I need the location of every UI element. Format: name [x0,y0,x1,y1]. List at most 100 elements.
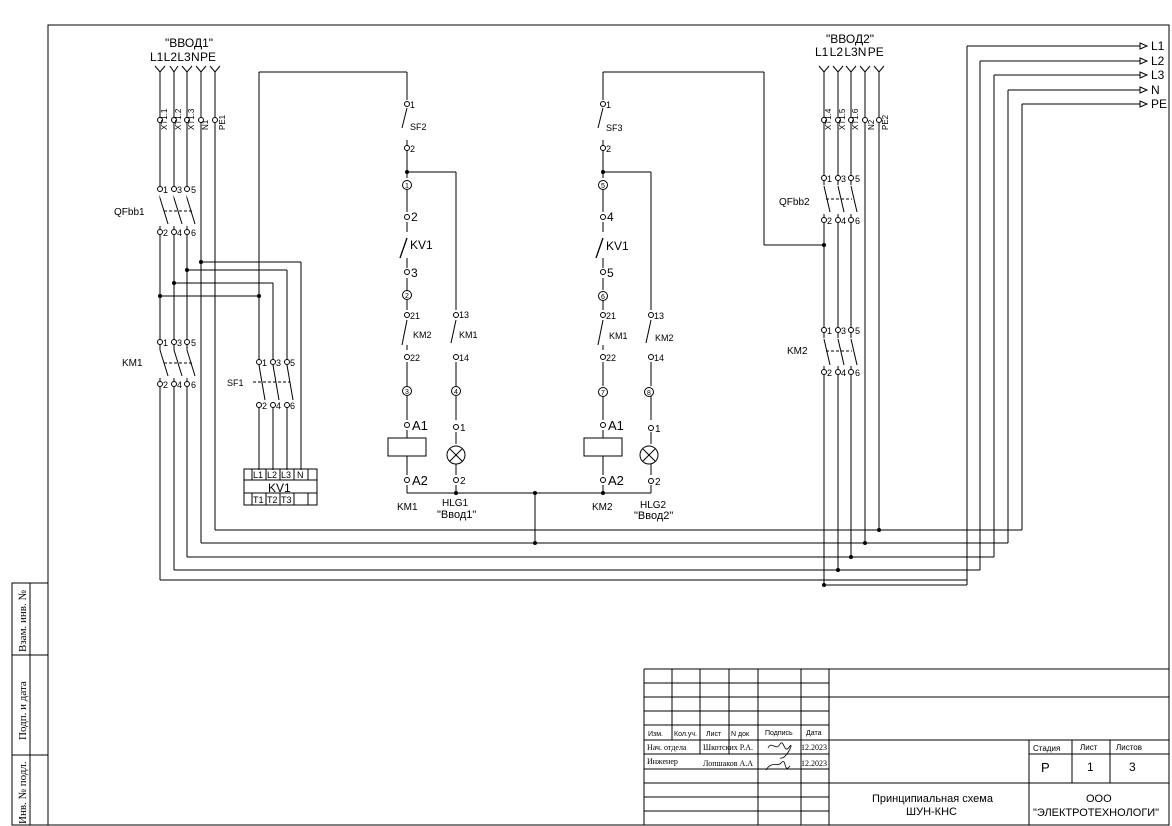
svg-text:A1: A1 [412,418,428,433]
svg-text:7: 7 [601,390,605,397]
input1-terminal-circles [157,117,290,408]
input2-terminal-3: XT1.6 [851,108,860,130]
svg-text:1: 1 [262,358,267,368]
svg-text:4: 4 [841,216,846,226]
tb-date-1: 12.2023 [801,743,827,752]
input1-terminal-2: XT1.2 [174,108,183,130]
svg-text:5: 5 [191,185,196,195]
svg-text:5: 5 [290,358,295,368]
kv1-term-t2: T2 [267,495,278,505]
kv1-term-l1: L1 [253,470,263,480]
svg-text:22: 22 [410,353,420,363]
svg-text:2: 2 [411,210,418,224]
sf2-label: SF2 [410,122,427,132]
kv1-term-l2: L2 [267,470,277,480]
svg-text:3: 3 [177,338,182,348]
kv1-block-label: KV1 [268,481,291,495]
svg-text:5: 5 [191,338,196,348]
hlg2-label: HLG2 [640,500,667,511]
kv1-relay-block [243,468,318,506]
output-bus [160,42,1149,586]
tb-role-2: Инженер [647,757,678,766]
svg-text:4: 4 [841,368,846,378]
sf1-label: SF1 [227,378,244,388]
svg-text:A2: A2 [608,473,624,488]
tb-sheets-value: 3 [1129,760,1136,774]
tb-name-1: Шкотских Р.А. [703,743,753,752]
output-l2: L2 [1151,54,1165,68]
tb-stage-value: Р [1041,760,1050,775]
hlg1-caption: "Ввод1" [437,509,476,521]
svg-text:8: 8 [647,390,651,397]
tb-header-ndoc: N док [731,731,750,738]
svg-text:14: 14 [654,353,664,363]
svg-text:4: 4 [276,401,281,411]
tb-sheet-header: Лист [1080,743,1098,752]
output-n: N [1151,83,1160,97]
km2-main-label: KM2 [787,346,808,357]
svg-text:6: 6 [855,216,860,226]
svg-text:1: 1 [460,423,466,434]
control-terminal-circles [402,101,654,484]
svg-text:21: 21 [410,311,420,321]
title-block [643,668,1169,825]
tb-name-2: Лопшаков А.А [703,759,753,768]
output-pe: PE [1151,97,1167,111]
kv1-term-n: N [297,470,304,480]
svg-text:6: 6 [191,228,196,238]
svg-text:5: 5 [601,183,605,190]
svg-text:1: 1 [405,183,409,190]
input1-junctions [158,260,261,298]
input2-title: "ВВОД2" [826,32,874,46]
svg-text:3: 3 [177,185,182,195]
km2-aux2-label: KM2 [655,333,674,343]
control-junctions [405,170,605,545]
kv1-contact2-label: KV1 [606,239,629,253]
svg-text:2: 2 [460,476,466,487]
tb-header-kol: Кол.уч. [674,731,697,738]
tb-header-izm: Изм. [648,731,663,738]
tb-doc-title-2: ШУН-КНС [906,806,957,818]
svg-text:1: 1 [827,174,832,184]
input2-terminal-5: PE2 [881,114,890,130]
tb-header-list: Лист [706,731,722,738]
km2-aux1-label: KM2 [413,330,432,340]
km1-aux1-label: KM1 [459,330,478,340]
tb-sheet-value: 1 [1087,760,1094,774]
svg-text:5: 5 [855,174,860,184]
input1-phases: L1 L2 L3 N PE [150,50,216,64]
input1-terminal-4: N1 [201,119,210,130]
input2-terminal-2: XT1.5 [838,108,847,130]
kv1-contact1-label: KV1 [410,238,433,252]
output-l1: L1 [1151,39,1165,53]
svg-text:2: 2 [827,216,832,226]
control-circuit-2 [583,71,824,494]
svg-text:13: 13 [459,310,469,320]
svg-text:2: 2 [410,144,415,154]
svg-text:4: 4 [454,389,458,396]
svg-text:2: 2 [405,293,409,300]
tb-doc-title-1: Принципиальная схема [872,793,994,805]
kv1-term-t3: T3 [281,495,292,505]
tb-header-sign: Подпись [765,730,793,737]
svg-text:A1: A1 [608,418,624,433]
svg-text:3: 3 [841,326,846,336]
input1-title: "ВВОД1" [165,36,213,50]
svg-text:1: 1 [606,100,611,110]
svg-text:1: 1 [655,424,661,435]
km1-main-contacts [158,349,196,378]
svg-text:1: 1 [827,326,832,336]
drawing-frame [11,24,1170,826]
control-neutral-bus [456,492,603,543]
input1-terminal-5: PE1 [218,114,227,130]
input1-section [154,65,407,580]
svg-text:2: 2 [163,228,168,238]
svg-text:14: 14 [459,353,469,363]
svg-text:2: 2 [827,368,832,378]
svg-text:6: 6 [191,380,196,390]
kv1-term-l3: L3 [281,470,291,480]
svg-text:4: 4 [177,380,182,390]
input2-terminal-1: XT1.4 [824,108,833,130]
km1-main-label: KM1 [122,358,143,369]
